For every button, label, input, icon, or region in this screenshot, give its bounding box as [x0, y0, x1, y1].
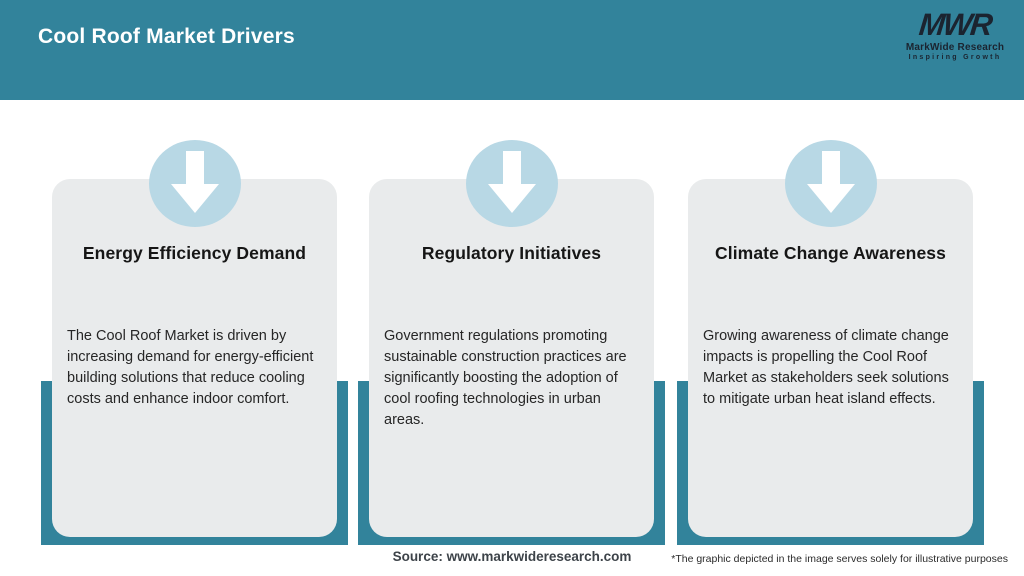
driver-card: Energy Efficiency Demand The Cool Roof M… — [52, 179, 337, 537]
card-body: Government regulations promoting sustain… — [384, 328, 627, 428]
down-arrow-icon — [148, 140, 241, 227]
driver-column-energy: Energy Efficiency Demand The Cool Roof M… — [41, 0, 348, 576]
down-arrow-icon — [784, 140, 877, 227]
driver-card: Regulatory Initiatives Government regula… — [369, 179, 654, 537]
header-bar: Cool Roof Market Drivers MWR MarkWide Re… — [0, 0, 1024, 100]
logo-tagline: Inspiring Growth — [908, 54, 1002, 61]
card-title: Regulatory Initiatives — [421, 243, 602, 263]
logo-name: MarkWide Research — [905, 42, 1005, 53]
driver-column-regulatory: Regulatory Initiatives Government regula… — [358, 0, 665, 576]
down-arrow-icon — [465, 140, 558, 227]
card-body: The Cool Roof Market is driven by increa… — [67, 328, 314, 407]
source-text: Source: www.markwideresearch.com — [392, 549, 632, 564]
page-title: Cool Roof Market Drivers — [38, 25, 295, 48]
card-title: Climate Change Awareness — [715, 243, 946, 263]
disclaimer-text: *The graphic depicted in the image serve… — [671, 553, 1008, 565]
driver-card: Climate Change Awareness Growing awarene… — [688, 179, 973, 537]
brand-logo: MWR MarkWide Research Inspiring Growth — [900, 7, 1010, 61]
driver-column-climate: Climate Change Awareness Growing awarene… — [677, 0, 984, 576]
card-body: Growing awareness of climate change impa… — [703, 328, 949, 407]
card-title: Energy Efficiency Demand — [82, 243, 307, 263]
